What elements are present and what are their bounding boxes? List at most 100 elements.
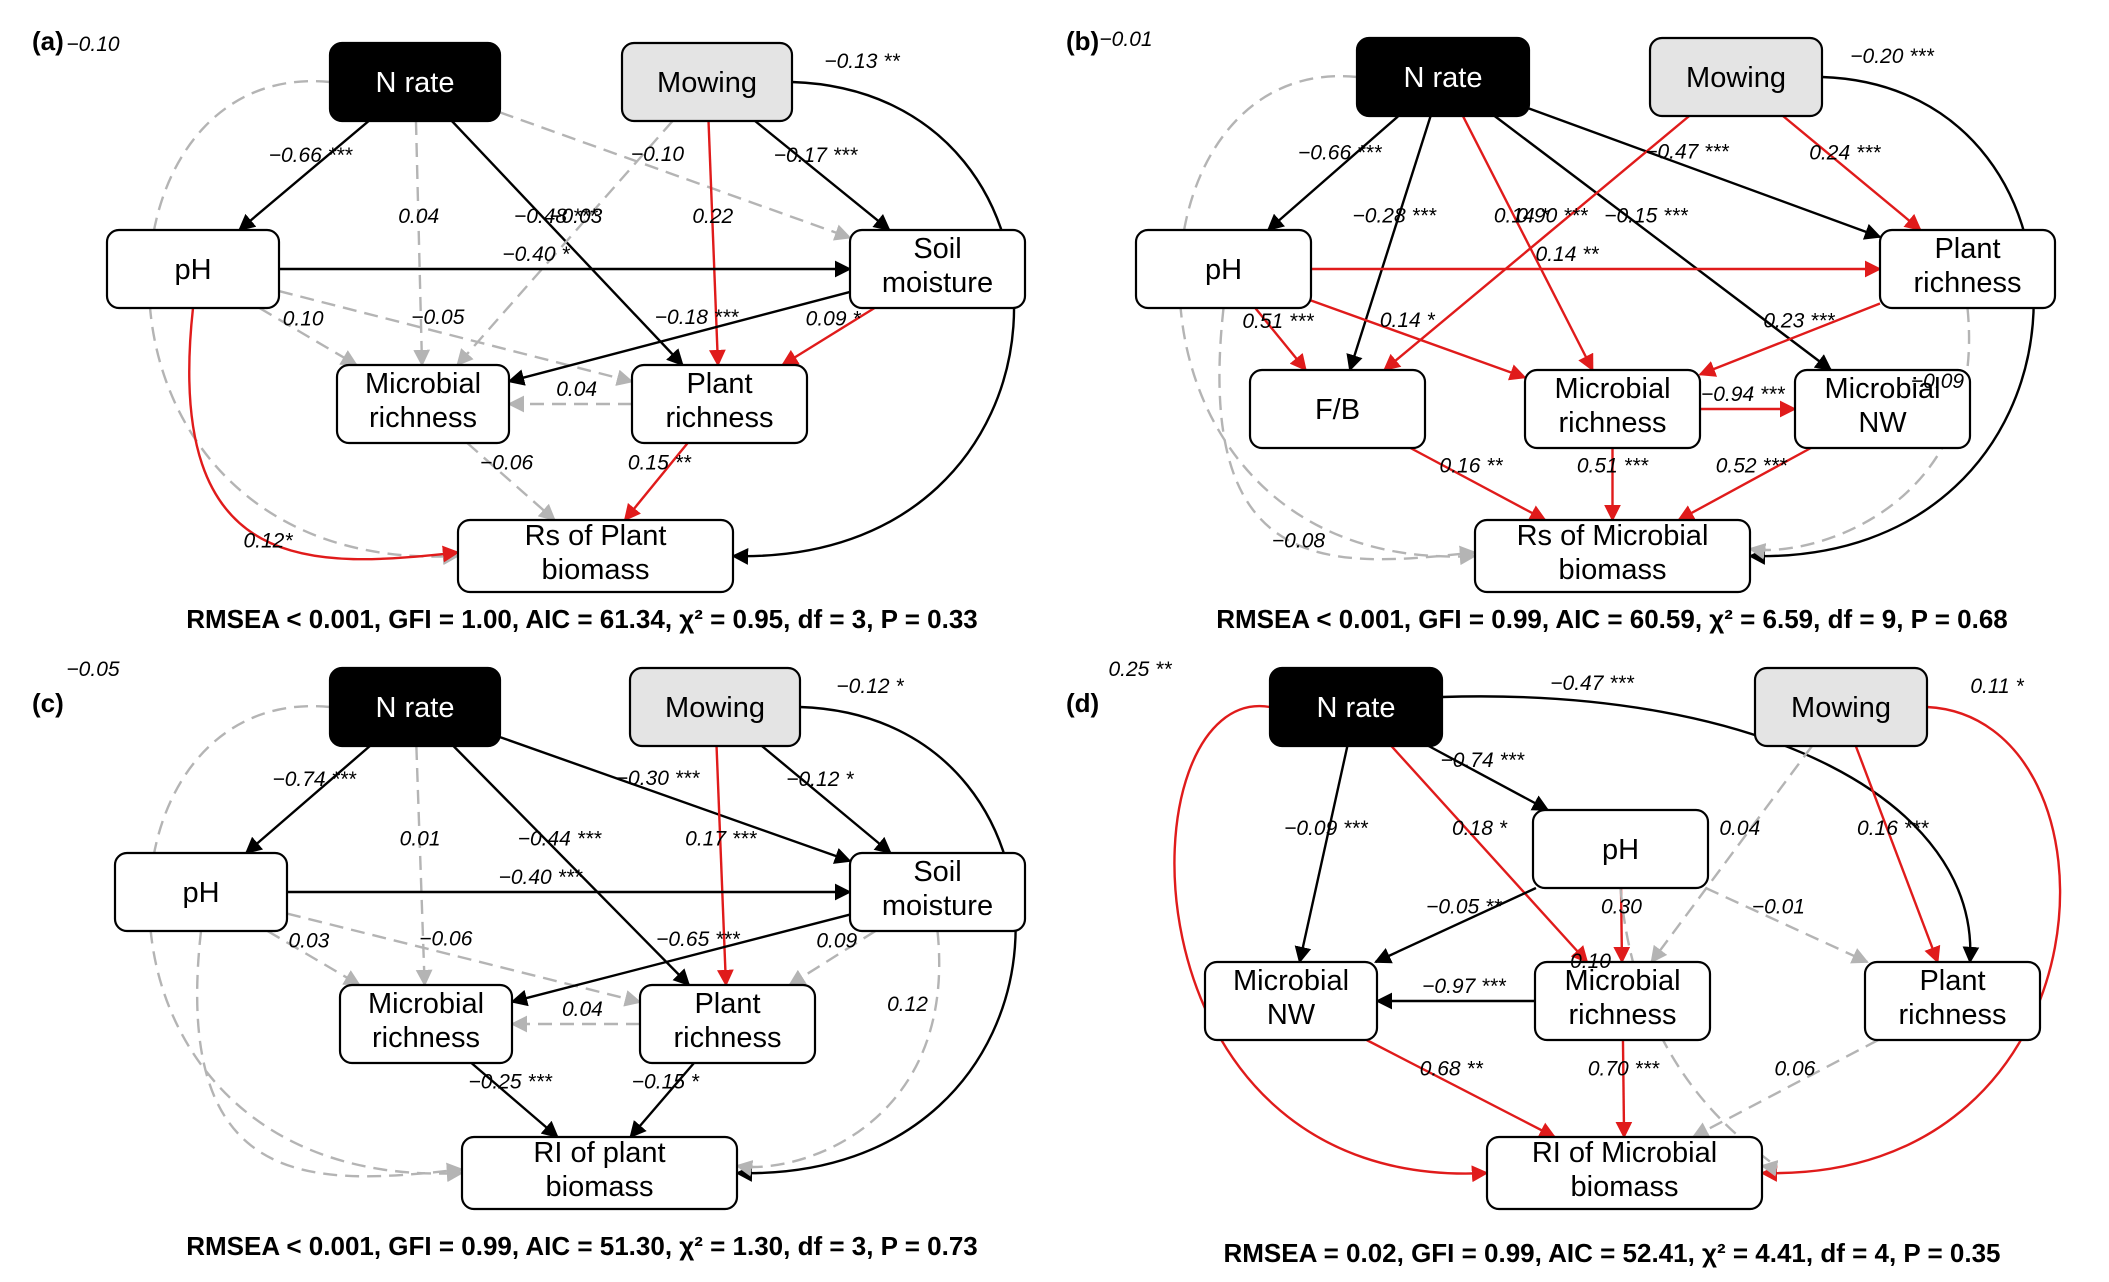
path-arrow — [258, 306, 359, 367]
path-coefficient: −0.20 *** — [1850, 45, 1934, 68]
node-label: Microbial — [368, 988, 484, 1020]
variable-node: N rate — [328, 666, 502, 748]
path-arrow — [1528, 107, 1882, 240]
path-coefficient: 0.14 * — [1380, 309, 1436, 332]
node-box — [335, 363, 511, 445]
path-arrow — [788, 929, 877, 987]
node-label: N rate — [376, 692, 455, 724]
node-label: pH — [1602, 834, 1639, 866]
path-coefficient: −0.09 *** — [1284, 817, 1368, 840]
node-label: richness — [674, 1022, 782, 1054]
node-box — [1793, 368, 1972, 450]
path-arrow — [735, 705, 1017, 1182]
path-arrow — [781, 306, 876, 367]
path-arrow — [1254, 307, 1307, 372]
path-coefficient: −0.01 — [1752, 895, 1805, 918]
path-coefficient: −0.06 — [480, 452, 533, 475]
node-label: N rate — [376, 67, 455, 99]
node-box — [1878, 228, 2057, 310]
path-coefficient: −0.47 *** — [1550, 672, 1634, 695]
path-coefficient: −0.03 — [549, 205, 602, 228]
node-label: Soil — [913, 856, 961, 888]
node-label: Microbial — [365, 368, 481, 400]
path-coefficient: 0.09 * — [806, 308, 862, 331]
path-arrow — [238, 120, 370, 232]
node-label: richness — [1559, 407, 1667, 439]
path-coefficient: −0.30 *** — [616, 767, 700, 790]
path-coefficient: 0.10 — [1570, 950, 1611, 973]
path-coefficient: −0.66 *** — [269, 144, 353, 167]
path-coefficient: −0.08 — [1272, 529, 1325, 552]
node-label: Mowing — [1791, 692, 1891, 724]
node-box — [1485, 1135, 1764, 1211]
path-coefficient: 0.14 * — [1494, 204, 1550, 227]
path-coefficient: −0.18 *** — [655, 306, 739, 329]
path-arrow — [456, 120, 674, 367]
path-arrow — [1178, 74, 1477, 566]
node-box — [1355, 36, 1531, 118]
node-label: NW — [1858, 407, 1907, 439]
node-box — [1203, 960, 1379, 1042]
path-arrow — [1310, 299, 1527, 381]
path-arrow — [1677, 446, 1812, 522]
path-coefficient: −0.48 *** — [514, 205, 598, 228]
node-label: F/B — [1315, 394, 1360, 426]
node-box — [1134, 228, 1313, 310]
variable-node: N rate — [328, 41, 502, 123]
node-label: biomass — [546, 1171, 654, 1203]
node-label: moisture — [882, 890, 993, 922]
panel-label: (a) — [32, 26, 64, 56]
path-coefficient: −0.17 *** — [774, 144, 858, 167]
path-coefficient: −0.28 *** — [1353, 204, 1437, 227]
node-label: pH — [174, 254, 211, 286]
node-label: richness — [372, 1022, 480, 1054]
node-box — [105, 228, 281, 310]
path-coefficient: 0.17 *** — [685, 828, 757, 851]
path-coefficient: −0.10 — [631, 143, 684, 166]
path-coefficient: 0.22 — [692, 205, 733, 228]
path-coefficient: −0.40 * — [502, 243, 570, 266]
node-label: richness — [666, 402, 774, 434]
path-arrow — [507, 290, 851, 386]
node-label: Microbial — [1824, 373, 1940, 405]
node-box — [1533, 960, 1712, 1042]
node-label: Mowing — [657, 67, 757, 99]
path-coefficient: 0.24 *** — [1809, 141, 1881, 164]
node-box — [848, 851, 1027, 933]
path-coefficient: −0.15 * — [632, 1070, 700, 1093]
path-arrow — [510, 913, 851, 1007]
node-box — [460, 1135, 739, 1211]
path-coefficient: 0.15 ** — [628, 452, 692, 475]
variable-node: Mowing — [1753, 666, 1929, 748]
path-arrow — [629, 1062, 695, 1139]
path-coefficient: 0.68 ** — [1420, 1058, 1484, 1081]
path-arrow — [1173, 704, 1489, 1183]
path-coefficient: 0.25 ** — [1108, 658, 1172, 681]
path-arrow — [761, 745, 892, 855]
node-box — [1268, 666, 1444, 748]
path-arrow — [413, 120, 431, 367]
path-coefficient: −0.15 *** — [1604, 204, 1688, 227]
path-arrow — [1760, 705, 2062, 1182]
node-label: richness — [369, 402, 477, 434]
path-coefficient: 0.30 — [1601, 895, 1642, 918]
node-box — [456, 518, 735, 594]
path-arrow — [278, 289, 634, 386]
path-arrow — [1374, 886, 1537, 964]
path-coefficient: 0.16 *** — [1857, 817, 1929, 840]
node-box — [848, 228, 1027, 310]
path-coefficient: 0.04 — [556, 378, 597, 401]
path-arrow — [1705, 886, 1869, 964]
path-coefficient: −0.09 — [1911, 370, 1964, 393]
path-coefficient: −0.66 *** — [1298, 141, 1382, 164]
path-coefficient: −0.06 — [419, 927, 472, 950]
path-arrow — [470, 1062, 559, 1139]
node-label: Microbial — [1554, 373, 1670, 405]
